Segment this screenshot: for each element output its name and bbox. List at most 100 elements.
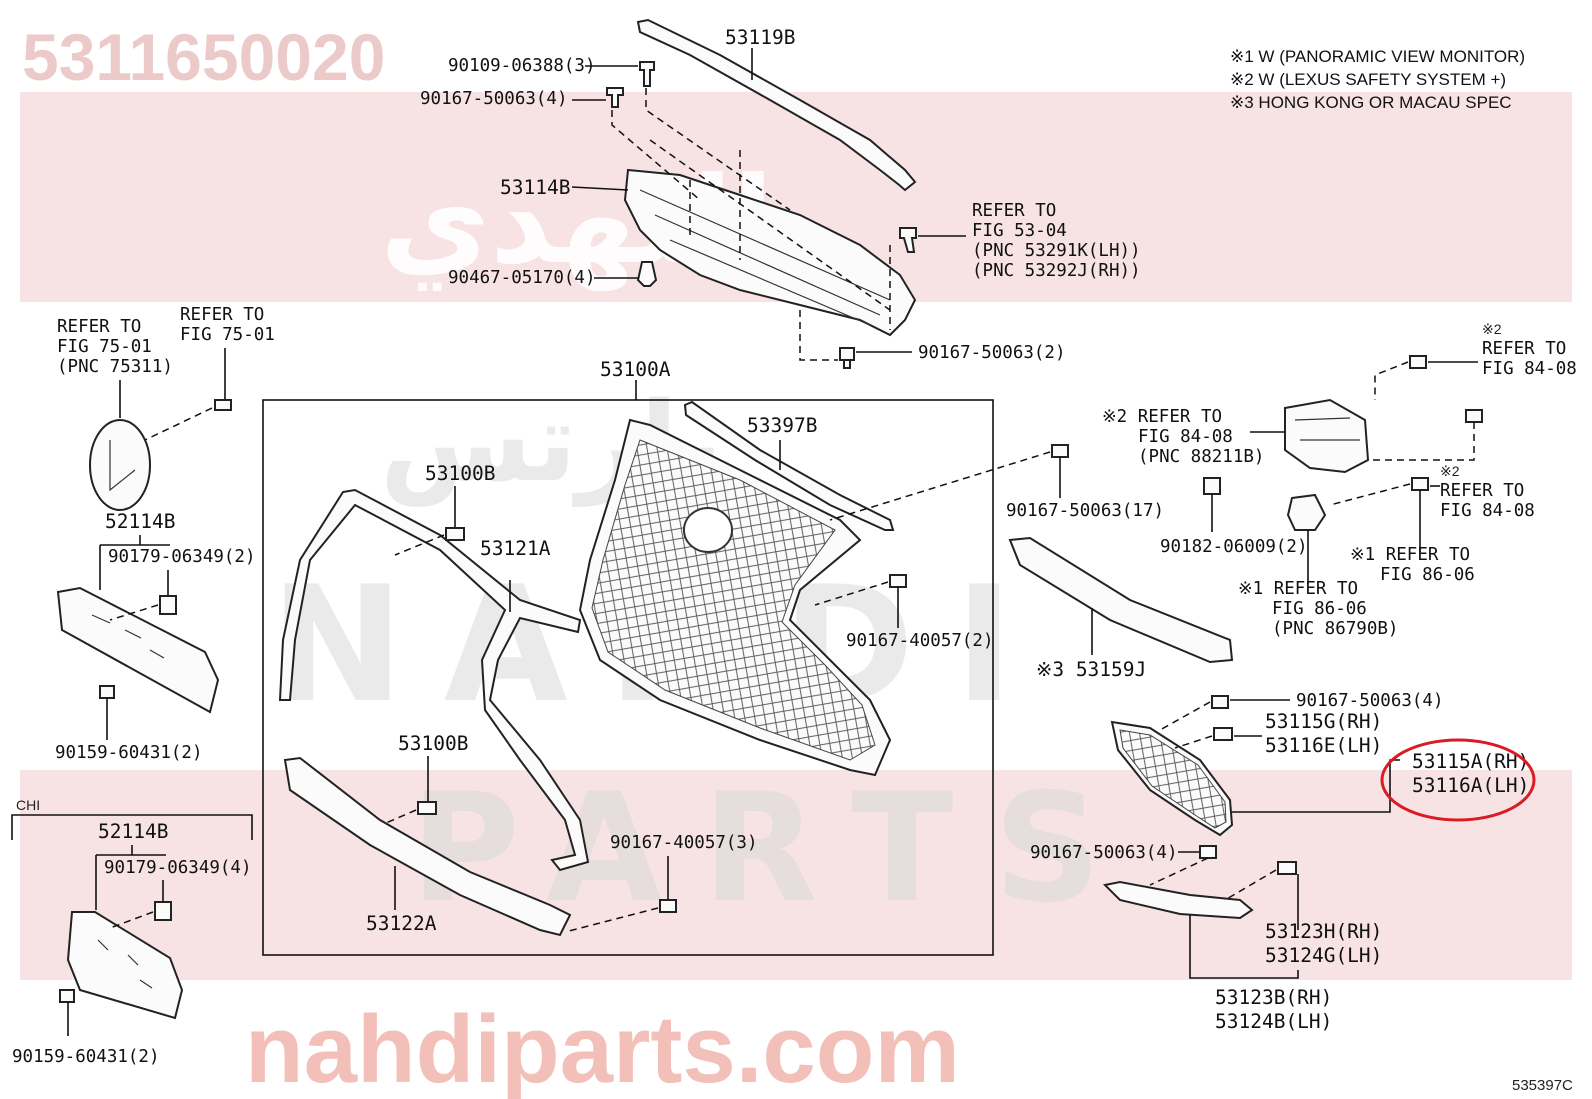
bolt-90167-40057a-icon (889, 574, 907, 588)
clip-5304-icon (899, 227, 917, 253)
label-53100B-2: 53100B (398, 732, 468, 755)
dashed-53100B-1 (394, 534, 445, 556)
label-52114B-1: 52114B (105, 510, 175, 533)
label-53123H: 53123H(RH) (1265, 920, 1382, 943)
clip-53115G-icon (1213, 727, 1233, 741)
label-53100A: 53100A (600, 358, 671, 381)
label-53397B: 53397B (747, 414, 817, 437)
dashed-90167-40057a (814, 581, 889, 606)
ref7501a-line1: REFER TO (57, 317, 141, 337)
nut-90182-icon (1203, 477, 1221, 495)
ref8408b-line2: FIG 84-08 (1138, 427, 1233, 447)
watermark-part-number: 5311650020 (22, 20, 385, 94)
label-53114B: 53114B (500, 176, 570, 199)
bolt-8408a-icon (1409, 355, 1427, 369)
ref7501a-line2: FIG 75-01 (57, 337, 152, 357)
leader-53114B (571, 186, 629, 191)
ref8408c-line1: REFER TO (1440, 481, 1524, 501)
bolt-90159b-icon (59, 989, 75, 1003)
label-90159b: 90159-60431(2) (12, 1047, 160, 1067)
ref8606a-line2: FIG 86-06 (1380, 565, 1475, 585)
label-53119B: 53119B (725, 26, 795, 49)
label-53115G: 53115G(RH) (1265, 710, 1382, 733)
dashed-90167-40057b (564, 907, 659, 933)
dashed-8408a (1374, 361, 1409, 400)
label-90167-40057a: 90167-40057(2) (846, 631, 994, 651)
label-53116E: 53116E(LH) (1265, 734, 1382, 757)
watermark-band-bottom (20, 770, 1572, 980)
label-53115A: 53115A(RH) (1412, 750, 1529, 773)
leader-53115A (1232, 759, 1400, 813)
note-1: ※1 W (PANORAMIC VIEW MONITOR) (1230, 47, 1525, 66)
ref8408a-line2: FIG 84-08 (1482, 359, 1577, 379)
leader-52114B-1 (99, 535, 170, 590)
chi-license-bracket-part (66, 911, 184, 1020)
ref7501a-line3: (PNC 75311) (57, 357, 173, 377)
label-53122A: 53122A (366, 912, 437, 935)
ref8408a-mark: ※2 (1482, 321, 1502, 337)
label-90167b: 90167-50063(2) (918, 343, 1066, 363)
bolt-90167-40057b-icon (659, 899, 677, 913)
label-53100B-1: 53100B (425, 462, 495, 485)
ref8606a-line1: ※1 REFER TO (1350, 545, 1470, 565)
dashed-camera (1329, 483, 1411, 506)
lower-strip-53159J-part (1008, 536, 1234, 664)
figure-code: 535397C (1512, 1077, 1573, 1094)
grille-surround-part (278, 488, 590, 872)
label-52114B-2: 52114B (98, 820, 168, 843)
leader-52114B-2 (95, 845, 166, 910)
label-chi: CHI (16, 797, 40, 813)
grille-mesh (591, 439, 876, 761)
dashed-90179b (109, 911, 154, 929)
dashed-53123H (1224, 869, 1277, 901)
ref5304-line4: (PNC 53292J(RH)) (972, 261, 1141, 281)
bolt-90109-icon (639, 61, 655, 87)
label-90167c: 90167-50063(17) (1006, 501, 1164, 521)
bolt-90167c-icon (1051, 444, 1069, 458)
dashed-90167e (1149, 857, 1209, 886)
label-90179b: 90179-06349(4) (104, 858, 252, 878)
dashed-90179a (109, 604, 159, 621)
bolt-8408c-icon (1411, 477, 1429, 491)
label-90179a: 90179-06349(2) (108, 547, 256, 567)
ref7501b-line1: REFER TO (180, 305, 264, 325)
dashed-53115G (1174, 735, 1213, 749)
license-bracket-part (56, 586, 220, 714)
ref5304-line1: REFER TO (972, 201, 1056, 221)
label-53116A: 53116A(LH) (1412, 774, 1529, 797)
clip-53100B-2-icon (417, 801, 437, 815)
lower-right-moulding-part (1102, 880, 1254, 920)
ref7501b-line2: FIG 75-01 (180, 325, 275, 345)
ref8408a-line1: REFER TO (1482, 339, 1566, 359)
label-90182: 90182-06009(2) (1160, 537, 1308, 557)
license-bracket-holes (91, 614, 165, 659)
ref8606b-line1: ※1 REFER TO (1238, 579, 1358, 599)
grille-emblem-opening (683, 507, 733, 553)
label-90167e: 90167-50063(4) (1030, 843, 1178, 863)
dashed-8408c (1368, 422, 1475, 461)
ref8408b-line1: ※2 REFER TO (1102, 407, 1222, 427)
emblem-part (89, 419, 151, 511)
label-53123B: 53123B(RH) (1215, 986, 1332, 1009)
label-90159a: 90159-60431(2) (55, 743, 203, 763)
label-90167d: 90167-50063(4) (1296, 691, 1444, 711)
dashed-90167c (829, 451, 1051, 521)
grille-assembly-box (262, 399, 994, 956)
nut-90179b-icon (154, 901, 172, 921)
bolt-8408c-top-icon (1465, 409, 1483, 423)
highlight-circle (1380, 738, 1536, 822)
chi-bracket-holes (97, 939, 153, 989)
bolt-90167a-icon (606, 87, 624, 108)
radar-sensor-part (1284, 398, 1370, 474)
upper-panel-ribs (639, 189, 891, 326)
watermark-site: nahdiparts.com (245, 996, 960, 1099)
label-53159J: ※3 53159J (1036, 658, 1146, 681)
bolt-90167d-icon (1211, 695, 1229, 709)
note-2: ※2 W (LEXUS SAFETY SYSTEM +) (1230, 70, 1506, 89)
ref5304-line3: (PNC 53291K(LH)) (972, 241, 1141, 261)
ref5304-line2: FIG 53-04 (972, 221, 1067, 241)
clip-53123H-icon (1277, 861, 1297, 875)
clip-90467-icon (636, 261, 658, 287)
